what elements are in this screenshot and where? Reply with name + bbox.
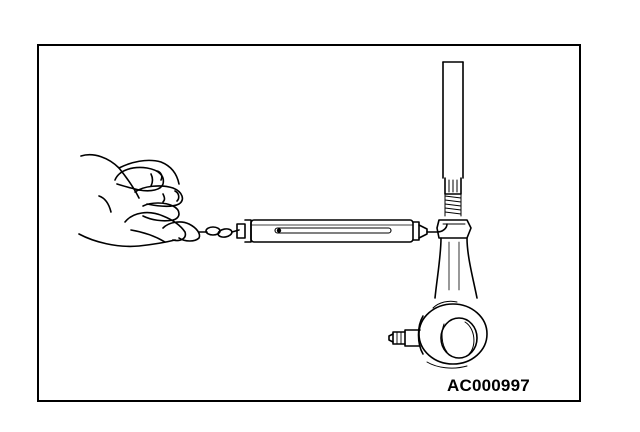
ball-joint	[417, 300, 488, 369]
figure-frame: AC000997	[37, 44, 581, 402]
spring-scale	[162, 219, 448, 243]
tie-rod-assembly	[388, 61, 488, 369]
scale-hook	[162, 221, 201, 242]
tie-rod-preload-illustration	[78, 61, 488, 369]
hand-icon	[78, 153, 187, 248]
rod-threads	[444, 193, 462, 217]
ball-stud	[388, 329, 421, 347]
scale-slot	[274, 227, 392, 234]
scale-chain	[205, 226, 240, 238]
tie-rod	[442, 61, 464, 179]
figure-code: AC000997	[447, 376, 530, 395]
scale-body	[250, 219, 414, 243]
